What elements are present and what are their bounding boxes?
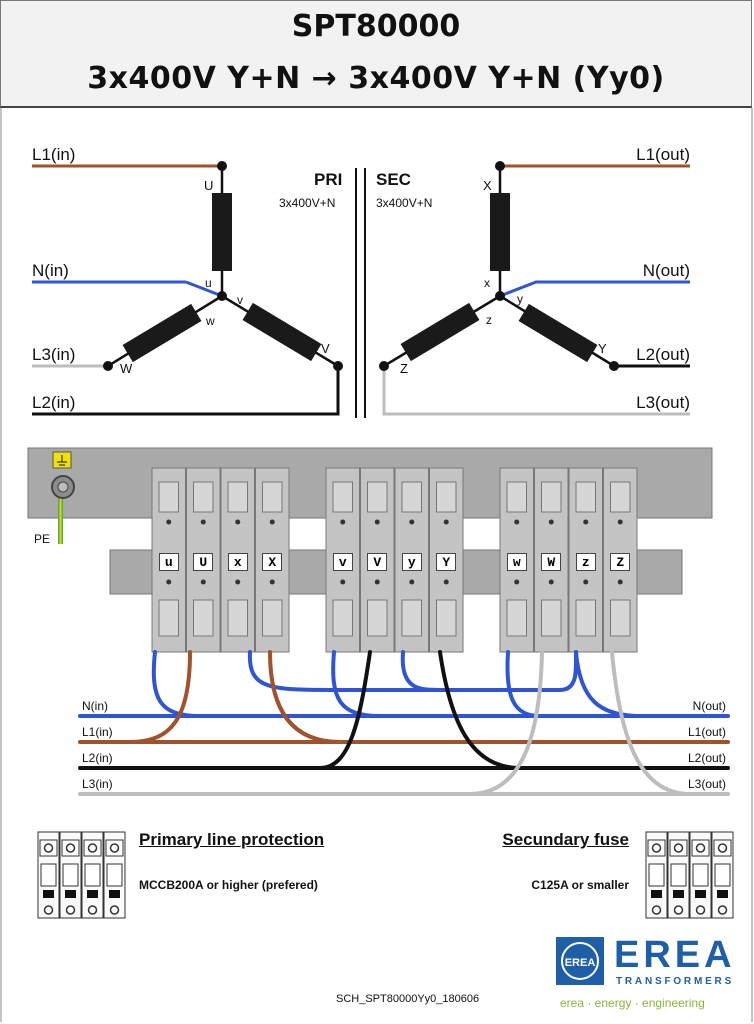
label-l2-in: L2(in): [32, 393, 76, 412]
brand-sub: TRANSFORMERS: [616, 976, 735, 987]
secondary-fuse-title: Secundary fuse: [502, 830, 629, 849]
brand-name: EREA: [614, 934, 736, 976]
wire-U: [128, 650, 192, 744]
winding-W: [122, 303, 202, 363]
letter-y: y: [517, 292, 523, 306]
winding-U: [212, 193, 232, 271]
brand-tagline: erea · energy · engineering: [560, 996, 705, 1010]
terminal-label-u: u: [158, 553, 179, 571]
primary-protection-text: MCCB200A or higher (prefered): [139, 878, 318, 892]
label-wire-l1-out: L1(out): [687, 725, 726, 739]
wiring-harness: [78, 650, 730, 796]
winding-V: [242, 302, 322, 362]
terminal-label-x: x: [227, 553, 248, 571]
letter-z: z: [486, 313, 492, 327]
secondary-breaker: [645, 831, 734, 919]
header: SPT80000 3x400V Y+N → 3x400V Y+N (Yy0): [0, 0, 752, 108]
letter-Z: Z: [400, 361, 408, 376]
terminal-label-Y: Y: [436, 553, 457, 571]
secondary-fuse-text: C125A or smaller: [531, 878, 629, 892]
label-l3-out: L3(out): [636, 393, 690, 412]
label-pri-voltage: 3x400V+N: [279, 196, 336, 210]
terminal-label-Z: Z: [610, 553, 631, 571]
terminal-label-w: w: [506, 553, 527, 571]
terminal-X: [255, 467, 290, 653]
secondary-star: [379, 161, 690, 416]
wire-w: [505, 650, 542, 718]
terminal-label-v: v: [332, 553, 353, 571]
wire-X-out: [268, 650, 342, 744]
letter-V: V: [321, 341, 330, 356]
letter-u: u: [205, 276, 212, 290]
letter-U: U: [204, 178, 214, 193]
terminal-block: [27, 447, 713, 653]
wire-V: [318, 650, 372, 770]
winding-Y: [518, 303, 598, 363]
letter-w: w: [206, 314, 215, 328]
label-l3-in: L3(in): [32, 345, 76, 364]
label-l1-in: L1(in): [32, 145, 76, 164]
wire-y: [400, 650, 442, 692]
terminal-label-z: z: [575, 553, 596, 571]
wire-u: [151, 650, 202, 718]
terminal-label-W: W: [541, 553, 562, 571]
label-wire-l1-in: L1(in): [82, 725, 113, 739]
primary-protection-title: Primary line protection: [139, 830, 325, 849]
logo-mark-text: EREA: [565, 957, 596, 969]
label-sec: SEC: [376, 170, 411, 189]
letter-X: X: [483, 178, 492, 193]
winding-X: [490, 193, 510, 271]
label-wire-n-in: N(in): [82, 699, 108, 713]
label-wire-l3-out: L3(out): [687, 777, 726, 791]
label-l2-out: L2(out): [636, 345, 690, 364]
wire-z: [574, 650, 642, 718]
erea-logo: EREA: [556, 937, 604, 985]
winding-Z: [400, 302, 480, 362]
terminal-label-X: X: [262, 553, 283, 571]
label-pe: PE: [34, 532, 51, 546]
line-n-in-bend: [185, 280, 223, 298]
label-sec-voltage: 3x400V+N: [376, 196, 433, 210]
header-title: SPT80000: [291, 9, 461, 44]
terminal-label-y: y: [401, 553, 422, 571]
label-n-out: N(out): [642, 261, 690, 280]
label-l1-out: L1(out): [636, 145, 690, 164]
line-n-out: [499, 280, 690, 298]
terminal-y: [394, 467, 429, 653]
drawing-code: SCH_SPT80000Yy0_180606: [336, 993, 480, 1005]
wire-W: [468, 650, 544, 796]
primary-star: [32, 161, 343, 416]
letter-Y: Y: [598, 341, 607, 356]
label-pri: PRI: [314, 170, 343, 189]
header-subtitle: 3x400V Y+N → 3x400V Y+N (Yy0): [87, 61, 665, 96]
wire-v: [331, 650, 382, 718]
label-wire-n-out: N(out): [692, 699, 726, 713]
wire-Z-out: [610, 650, 692, 796]
label-n-in: N(in): [32, 261, 69, 280]
letter-x: x: [484, 276, 490, 290]
label-wire-l3-in: L3(in): [82, 777, 113, 791]
terminal-label-U: U: [193, 553, 214, 571]
label-wire-l2-out: L2(out): [687, 751, 726, 765]
letter-W: W: [120, 361, 133, 376]
label-wire-l2-in: L2(in): [82, 751, 113, 765]
wire-Y-out: [438, 650, 522, 770]
primary-breaker: [37, 831, 126, 919]
line-l3-out: [382, 366, 690, 416]
letter-v: v: [237, 293, 243, 307]
line-l2-in: [32, 366, 340, 416]
terminal-V: [360, 467, 395, 653]
terminal-label-V: V: [367, 553, 388, 571]
wire-x: [247, 650, 579, 692]
